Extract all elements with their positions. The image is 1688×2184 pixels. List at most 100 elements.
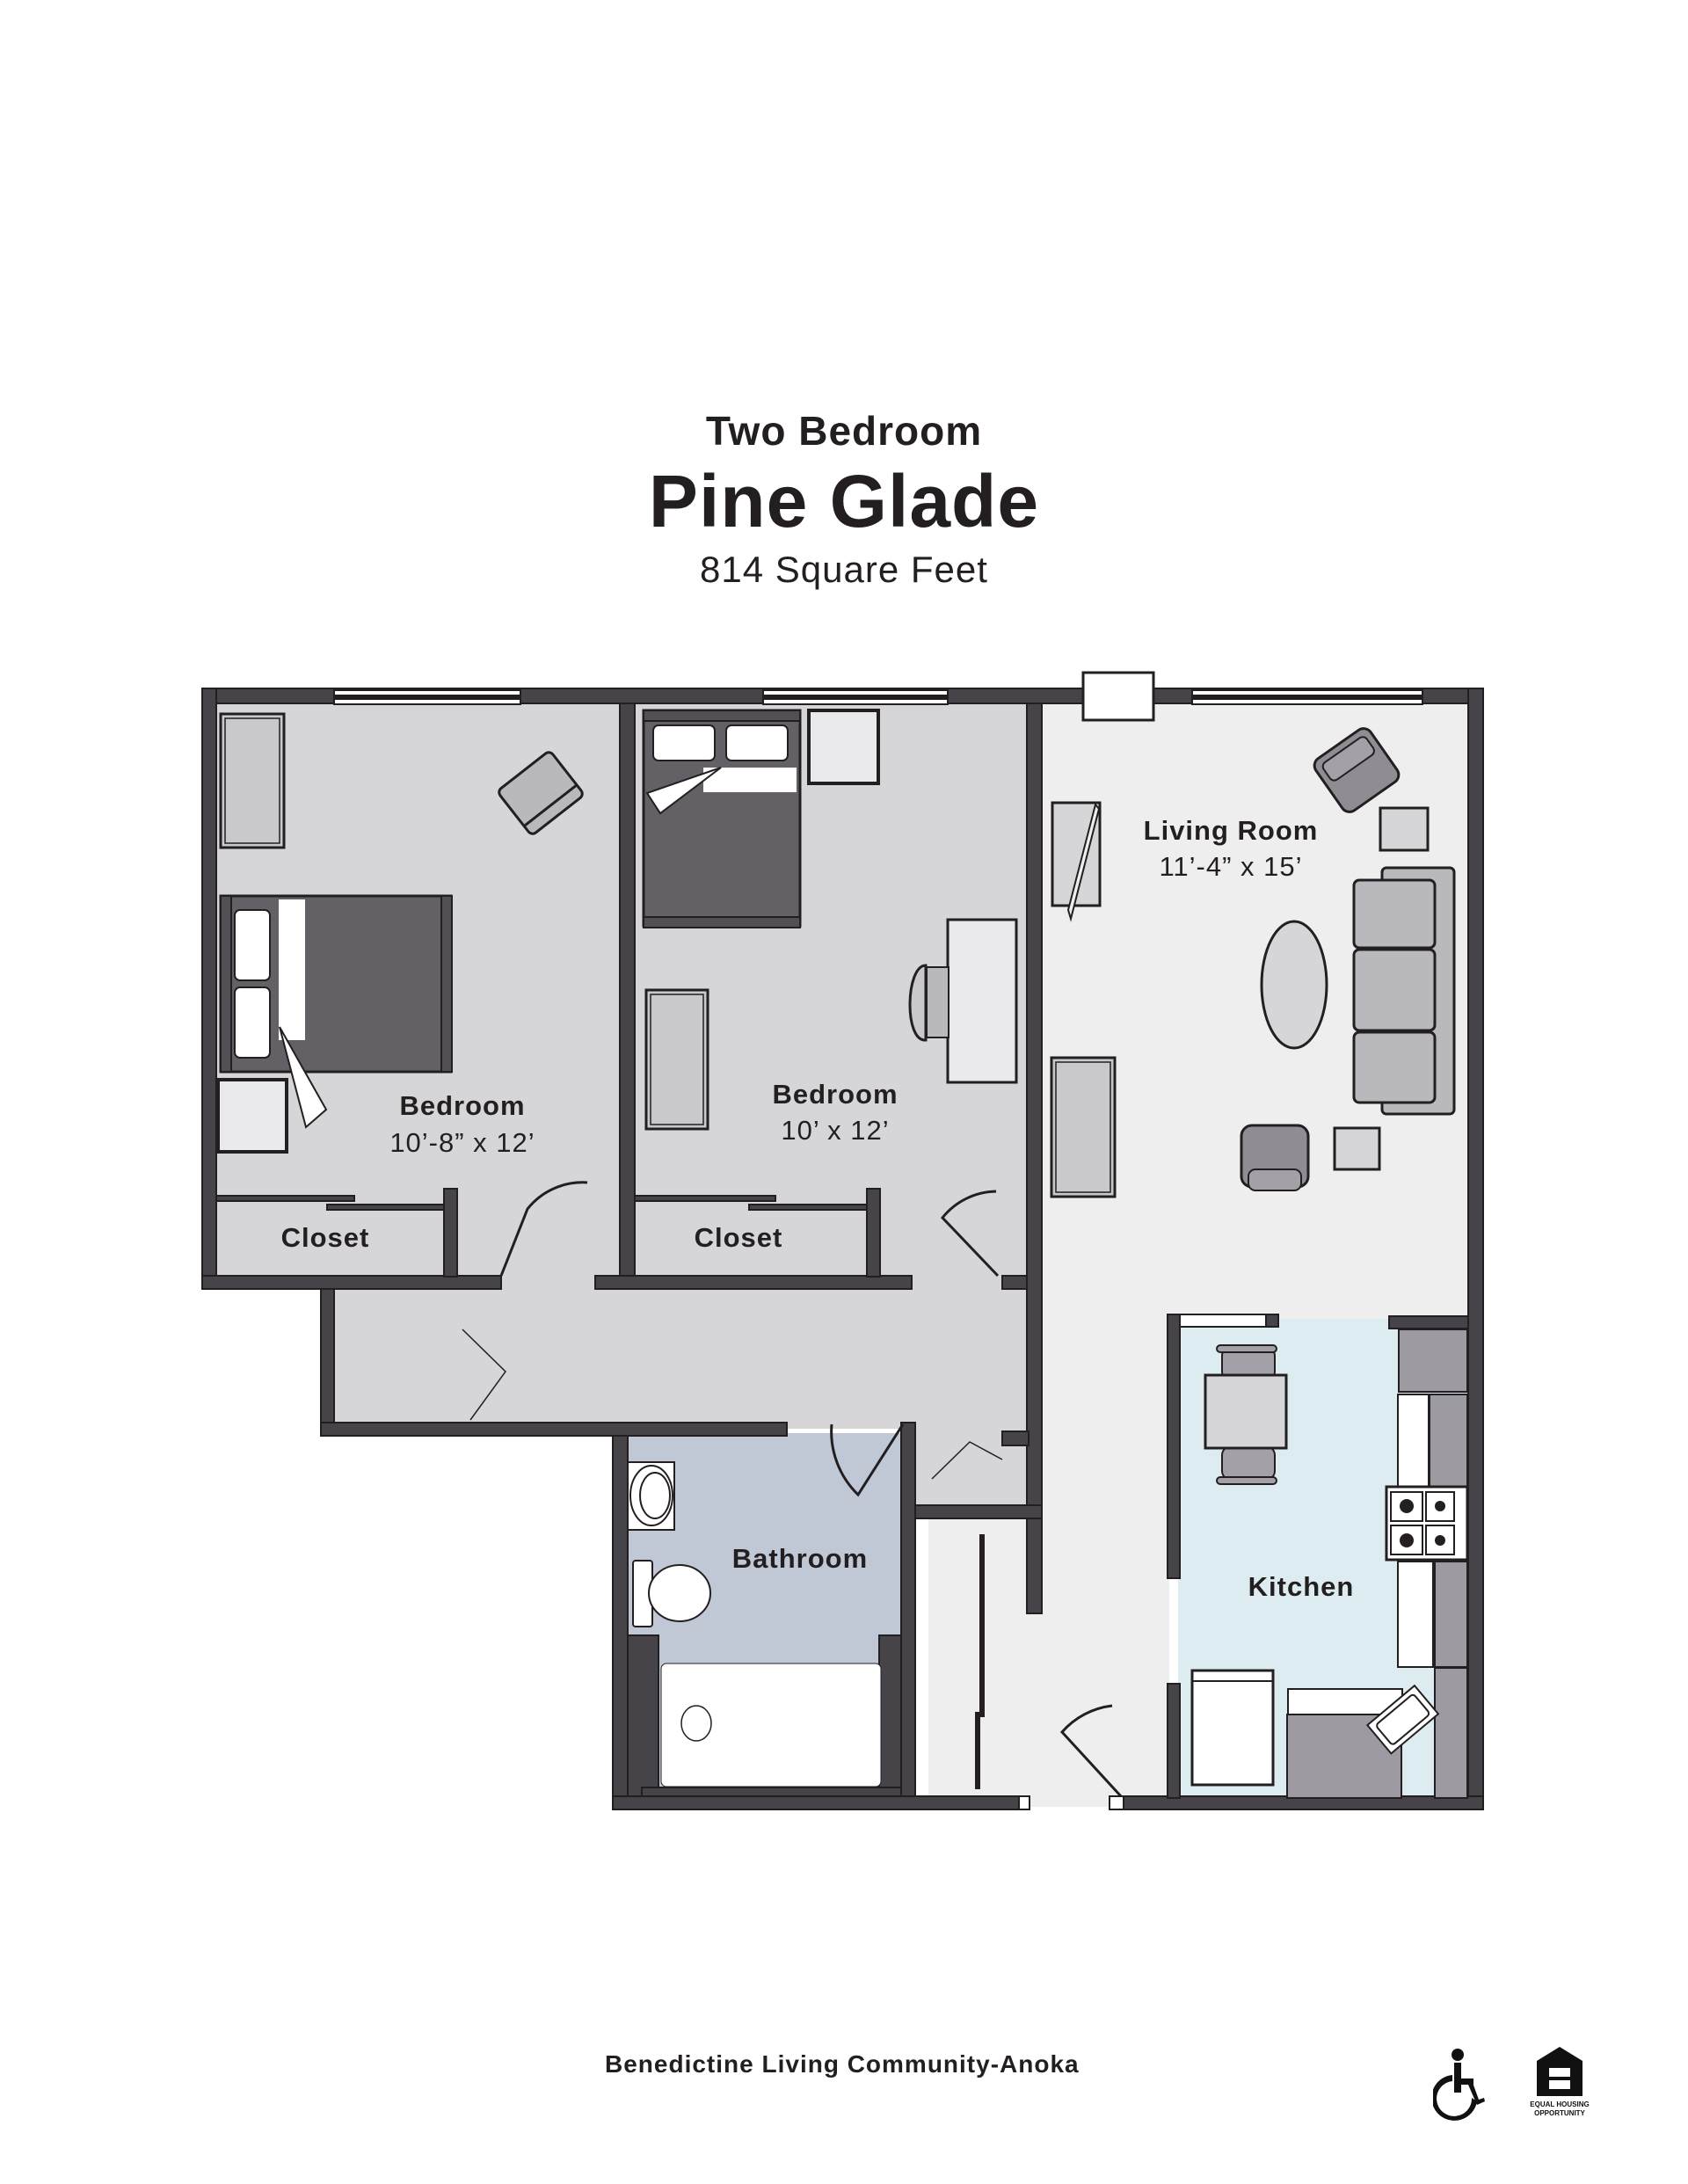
accessibility-icon [1433,2049,1485,2121]
door-linen-bifold [931,1441,1003,1480]
equal-housing-text: EQUAL HOUSING [1530,2100,1589,2108]
desk [946,918,1018,1084]
sofa [1352,866,1456,1116]
closet2-door-track-b [748,1204,868,1211]
nightstand [216,1078,288,1154]
doors [462,1181,1123,1798]
bed-2 [642,709,802,928]
wall-unit-ac [1081,671,1155,722]
entry-floor-2 [1043,1314,1169,1807]
door-bathroom [830,1423,905,1497]
wall-kitchen-left-top [1167,1314,1181,1579]
wall-living-divider [1026,703,1043,1614]
cabinet-1 [1429,1394,1468,1488]
desk-chair [908,964,950,1042]
kitchen-label: Kitchen [1248,1571,1355,1602]
bedroom-1-dimensions: 10’-8” x 12’ [389,1127,535,1158]
stove [1385,1485,1469,1562]
wall-hall-left [320,1288,335,1437]
cabinet-2 [1434,1561,1468,1668]
bathroom-label: Bathroom [732,1543,868,1574]
door-hall-bifold [462,1329,506,1421]
tv [1066,802,1101,922]
door-jamb-right [1109,1795,1124,1810]
community-name: Benedictine Living Community-Anoka [605,2050,1080,2078]
bedroom-1-label: Bedroom [399,1090,525,1121]
bedroom-1-furniture [216,712,584,1154]
wall-linen-bottom [914,1504,1043,1519]
coat-closet-door [975,1534,985,1789]
wall-bottom-left [612,1795,1020,1810]
wall-bath-right [900,1422,916,1810]
bedroom-2-furniture [642,709,1018,1131]
room-labels: Bedroom 10’-8” x 12’ Bedroom 10’ x 12’ C… [281,815,1355,1602]
window-living [1191,689,1423,705]
wall-tub-left [627,1634,659,1803]
counter-2 [1397,1561,1434,1668]
wall-bath-left [612,1435,629,1810]
bedroom-2-dimensions: 10’ x 12’ [781,1115,889,1146]
closet1-door-track-b [326,1204,445,1211]
door-entry [1059,1704,1123,1798]
equal-housing-opportunity-icon: EQUAL HOUSING OPPORTUNITY [1530,2047,1590,2117]
opportunity-text: OPPORTUNITY [1534,2109,1585,2117]
door-bedroom2 [941,1190,1000,1278]
bathtub [660,1663,882,1787]
dining-set [1204,1344,1288,1485]
kitchen-sink [1365,1684,1440,1755]
wall-kitchen-top-stub [1265,1314,1279,1328]
tub-drain [680,1705,712,1742]
kitchen-passthrough [1179,1314,1279,1328]
door-bedroom1 [499,1181,588,1277]
hallway-floor [334,1288,1033,1429]
wall-bedroom-divider [619,703,636,1289]
wall-kitchen-top-right [1388,1315,1469,1329]
cabinet-corner [1434,1667,1468,1799]
square-footage: 814 Square Feet [700,549,988,590]
closet-1-label: Closet [281,1222,370,1253]
wall-kitchen-left-bottom [1167,1683,1181,1799]
upper-cabinet [1398,1329,1468,1393]
armchair [498,751,584,835]
closet1-door-track-a [215,1195,355,1202]
wall-closet1-side [443,1188,458,1278]
wall-left [201,688,217,1289]
side-table-1 [1379,806,1430,852]
closet-2-label: Closet [695,1222,783,1253]
footer-badges: EQUAL HOUSING OPPORTUNITY [1433,2047,1590,2121]
door-jamb-left [1018,1795,1030,1810]
side-table-2 [1333,1126,1381,1171]
living-room-label: Living Room [1144,815,1319,846]
counter-3 [1287,1688,1403,1715]
bathroom-fixtures [627,1461,882,1787]
unit-type: Two Bedroom [705,408,983,454]
bedroom-2-label: Bedroom [772,1079,898,1110]
recliner-2 [1240,1124,1310,1191]
windows [333,671,1423,722]
cabinet [1050,1056,1117,1198]
recliner-1 [1313,727,1401,813]
wall-closet2-side [866,1188,881,1278]
kitchen-furniture [1190,1329,1469,1799]
dresser-2 [644,988,709,1131]
wall-linen-stub [1001,1431,1030,1446]
wall-bedroom1-bottom [201,1275,502,1290]
refrigerator [1190,1669,1275,1787]
window-bedroom1 [333,689,521,705]
dresser [219,712,286,849]
toilet [632,1560,711,1627]
coffee-table [1260,920,1328,1050]
living-room-furniture [1050,727,1456,1198]
wall-right [1467,688,1484,1810]
counter-1 [1397,1394,1430,1488]
living-room-dimensions: 11’-4” x 15’ [1159,851,1302,882]
wall-hall-bottom [320,1422,788,1437]
wall-tub-right [878,1634,902,1803]
title-block: Two Bedroom Pine Glade 814 Square Feet [0,404,1688,594]
bed-1 [219,894,453,1129]
closet2-door-track-a [634,1195,776,1202]
nightstand-2 [807,709,880,785]
window-bedroom2 [762,689,949,705]
wall-bedroom2-bottom [594,1275,913,1290]
